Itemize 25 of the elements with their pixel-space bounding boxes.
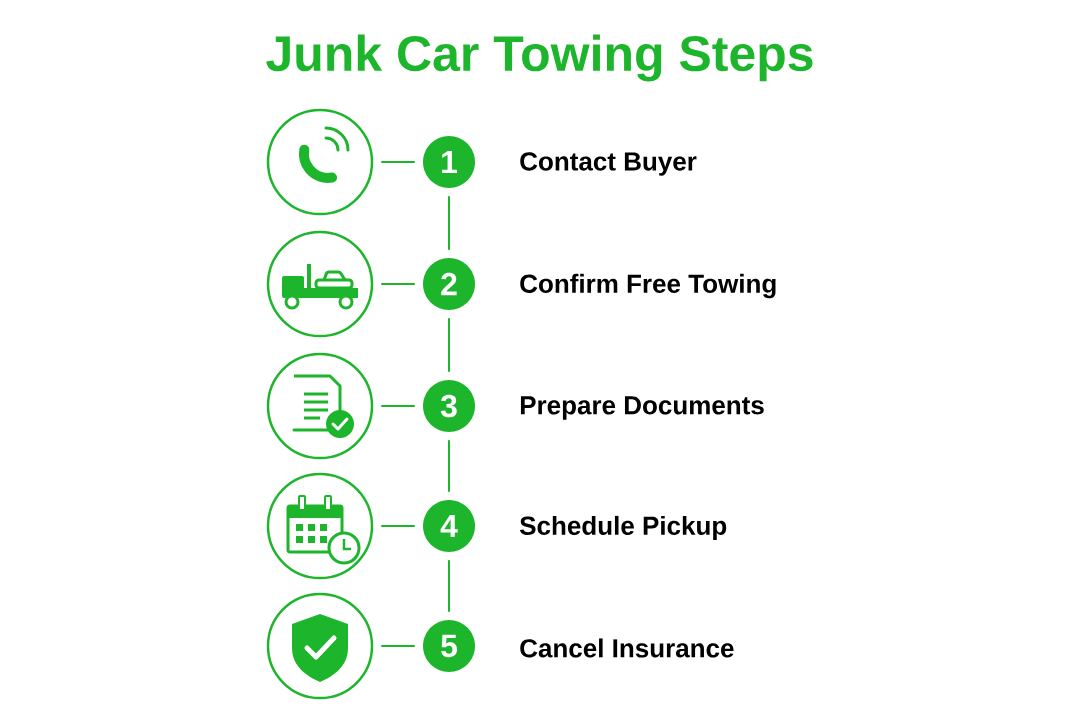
step-label: Prepare Documents (520, 396, 764, 420)
connector-line (448, 317, 450, 373)
connector-line (448, 439, 450, 493)
icon-circle (266, 472, 374, 580)
connector-line (380, 525, 416, 527)
step-number: 5 (423, 620, 475, 672)
connector-line (448, 195, 450, 251)
connector-line (380, 161, 416, 163)
icon-circle (266, 352, 374, 460)
connector-line (380, 405, 416, 407)
connector-line (448, 559, 450, 613)
icon-circle (266, 592, 374, 700)
step-number: 3 (423, 380, 475, 432)
connector-line (380, 645, 416, 647)
icon-circle (266, 230, 374, 338)
step-label: Contact Buyer (520, 152, 697, 176)
title: Junk Car Towing Steps (266, 34, 813, 82)
step-number: 4 (423, 500, 475, 552)
step-label: Cancel Insurance (520, 638, 734, 658)
connector-line (380, 283, 416, 285)
step-label: Schedule Pickup (519, 515, 727, 541)
step-label: Confirm Free Towing (520, 273, 776, 299)
step-number: 1 (423, 136, 475, 188)
step-number: 2 (423, 258, 475, 310)
icon-circle (266, 108, 374, 216)
